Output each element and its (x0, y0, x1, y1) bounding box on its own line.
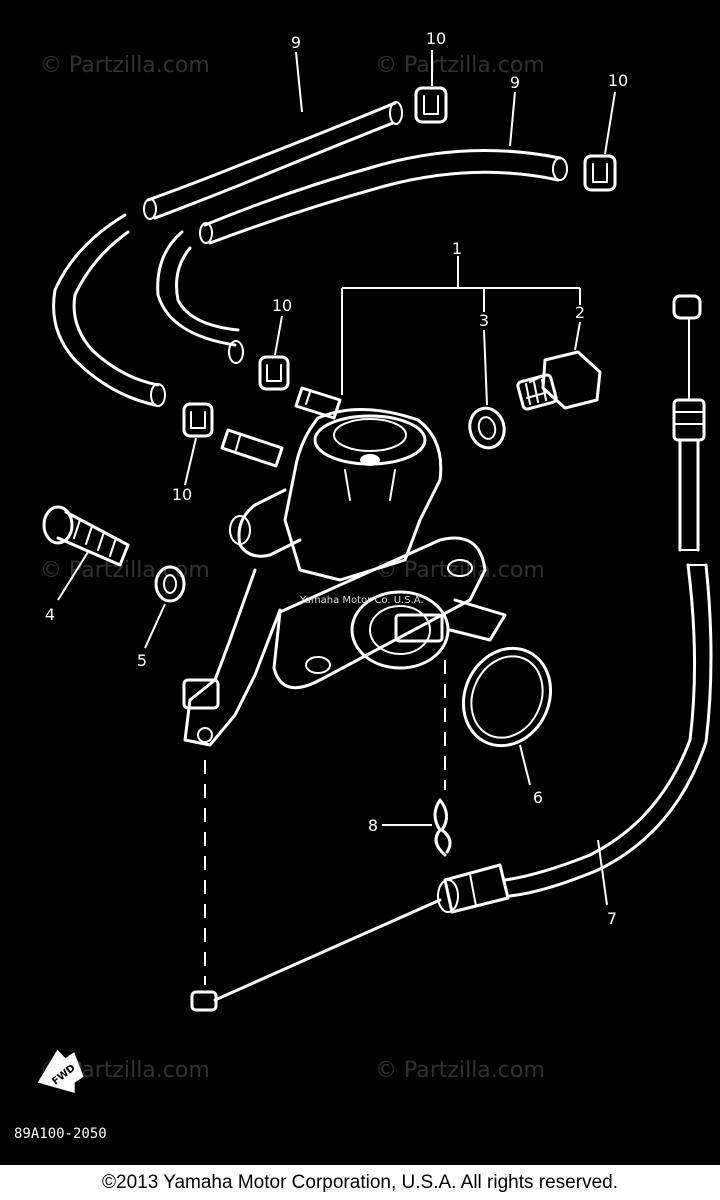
callout-9a: 9 (291, 33, 301, 52)
watermark: © Partzilla.com (40, 53, 210, 78)
washer-part-5 (154, 565, 186, 603)
watermark: © Partzilla.com (375, 558, 545, 583)
leader-lines (57, 50, 616, 906)
callout-10a: 10 (426, 29, 446, 48)
hose-clip-top-right (583, 154, 617, 192)
callout-9b: 9 (510, 73, 520, 92)
watermark: © Partzilla.com (40, 558, 210, 583)
alignment-lines (204, 660, 446, 985)
hose-clip-mid (258, 355, 290, 391)
callout-10b: 10 (608, 71, 628, 90)
screw-part-4 (42, 505, 130, 567)
hose-clip-top-left (414, 86, 448, 124)
watermark: © Partzilla.com (375, 1058, 545, 1083)
callout-7: 7 (607, 909, 617, 928)
parts-diagram-canvas: © Partzilla.com © Partzilla.com © Partzi… (0, 0, 720, 1165)
copyright-footer: ©2013 Yamaha Motor Corporation, U.S.A. A… (0, 1165, 720, 1200)
fuel-cock-assembly: Yamaha Motor Co. U.S.A. (182, 386, 507, 747)
washer-part-3 (468, 406, 506, 450)
fuel-hose-upper (52, 101, 403, 407)
o-ring-part-6 (461, 646, 553, 748)
clip-part-8 (433, 798, 452, 857)
drawing-code: 89A100-2050 (14, 1126, 107, 1142)
callout-10d: 10 (172, 485, 192, 504)
forward-arrow-icon: FWD (37, 1049, 84, 1093)
bolt-part-2 (516, 350, 602, 411)
callout-10c: 10 (272, 296, 292, 315)
exploded-parts-diagram: © Partzilla.com © Partzilla.com © Partzi… (14, 29, 713, 1142)
callout-3: 3 (479, 311, 489, 330)
cable-part-7 (190, 294, 713, 1012)
fuel-hose-lower (156, 148, 568, 364)
embossed-text: Yamaha Motor Co. U.S.A. (299, 595, 424, 606)
callout-numbers: 9 10 9 10 1 3 2 10 10 4 5 6 8 7 (45, 29, 628, 928)
callout-5: 5 (137, 651, 147, 670)
hose-clip-left (182, 402, 214, 438)
callout-2: 2 (575, 303, 585, 322)
callout-6: 6 (533, 788, 543, 807)
watermark-group: © Partzilla.com © Partzilla.com © Partzi… (40, 53, 545, 1083)
callout-8: 8 (368, 816, 378, 835)
copyright-text: ©2013 Yamaha Motor Corporation, U.S.A. A… (102, 1172, 618, 1193)
watermark: © Partzilla.com (375, 53, 545, 78)
callout-4: 4 (45, 605, 55, 624)
callout-1: 1 (452, 239, 462, 258)
